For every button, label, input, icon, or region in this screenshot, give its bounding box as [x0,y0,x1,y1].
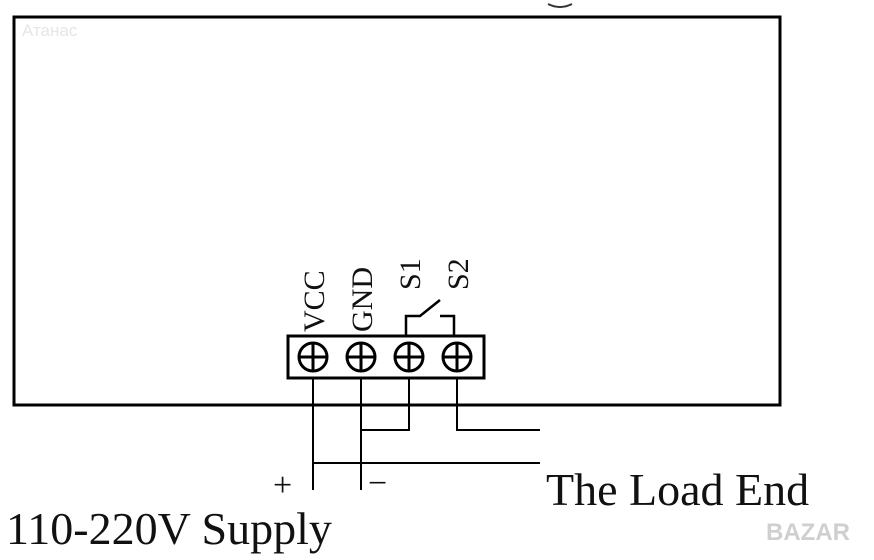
screw-s1-icon [393,341,425,373]
top-stray-mark [547,3,573,8]
load-label: The Load End [546,464,809,515]
terminal-label-vcc: VCC [298,270,331,332]
screw-s2-icon [441,341,473,373]
terminal-label-gnd: GND [346,267,379,332]
device-box [12,15,782,407]
supply-label: 110-220V Supply [6,503,332,554]
plus-sign: + [273,467,292,504]
wire-s1 [361,378,410,431]
minus-sign: − [368,465,387,502]
terminal-label-s2: S2 [442,258,475,290]
screw-vcc-icon [297,341,329,373]
wire-s2 [456,378,540,431]
wires [312,378,540,490]
watermark-brand: BAZAR [766,519,850,546]
watermark-top: Атанас [22,21,78,40]
screw-gnd-icon [345,341,377,373]
terminal-label-s1: S1 [394,258,427,290]
relay-switch-icon [404,299,456,336]
